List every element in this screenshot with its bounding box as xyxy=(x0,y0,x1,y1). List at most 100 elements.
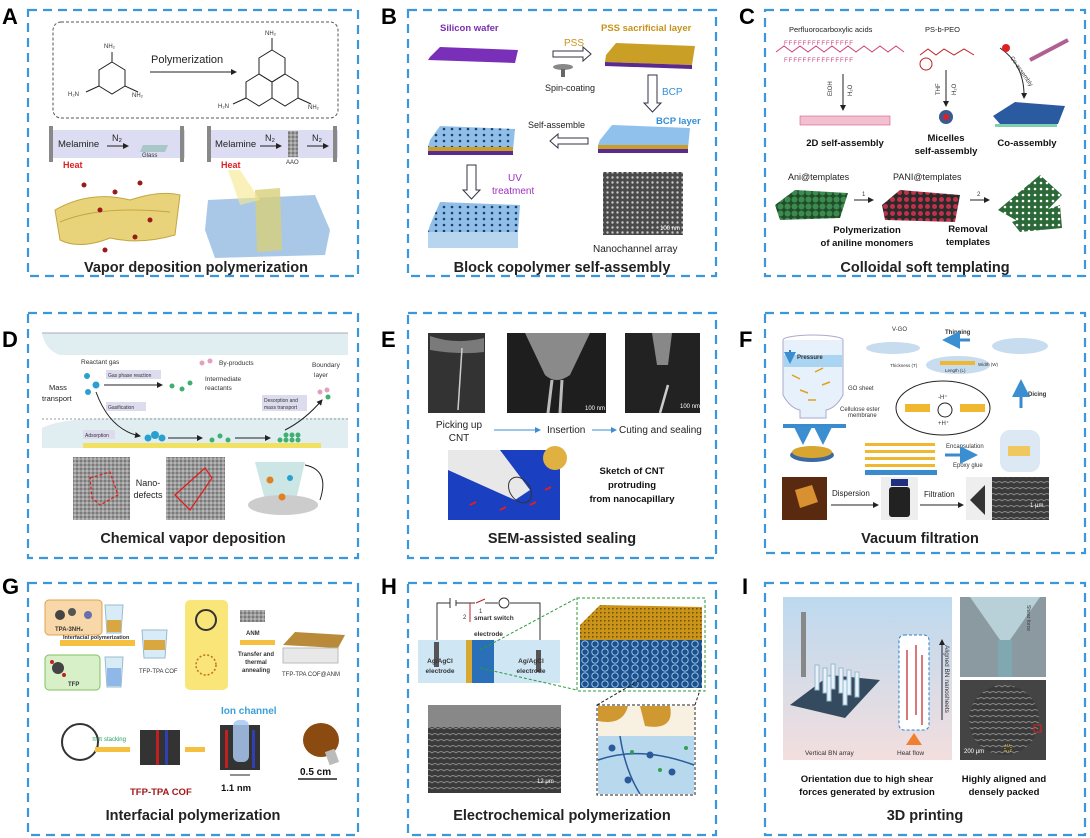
removal-label: templates xyxy=(946,237,990,248)
h2o-label: H₂O xyxy=(952,83,958,95)
anm-label: ANM xyxy=(246,631,260,637)
picking-up-label: Picking up xyxy=(436,420,483,431)
go-membrane-disc xyxy=(792,446,832,458)
panel-border xyxy=(26,581,360,837)
nh2-label: NH₂ xyxy=(308,105,320,111)
pani-templates-label: PANI@templates xyxy=(893,172,962,182)
treatment-label: treatment xyxy=(492,186,534,197)
ps-b-peo-chain xyxy=(919,48,975,56)
panel-letter: B xyxy=(381,4,397,29)
cof-structure-label: TFP-TPA COF xyxy=(130,787,192,798)
cof-label: TFP-TPA COF xyxy=(139,669,178,675)
intermediate-label: Intermediate xyxy=(205,376,242,383)
polymerization-label: Polymerization xyxy=(151,54,223,66)
panel-title: Vacuum filtration xyxy=(861,531,979,547)
shear-force-label: Shear force xyxy=(1025,605,1031,631)
picking-up-label: CNT xyxy=(449,433,470,444)
heat-flow-arrow xyxy=(906,733,922,745)
bcp-label: BCP xyxy=(662,87,683,98)
switch-position-2: 2 xyxy=(463,615,467,621)
gasification-label: Gasification xyxy=(108,405,134,411)
thickness-label: Thickness (T) xyxy=(890,363,918,368)
aligned-bn-label: Aligned BN nanosheets xyxy=(943,645,950,714)
agcl-label: Ag/AgCl xyxy=(427,658,453,665)
orientation-caption: forces generated by extrusion xyxy=(799,787,935,798)
self-assembled-film xyxy=(428,126,515,150)
transfer-label: thermal xyxy=(245,660,267,666)
removal-label: Removal xyxy=(948,224,988,235)
panel-letter: C xyxy=(739,4,755,29)
pss-layer xyxy=(605,43,695,65)
thinning-label: Thinning xyxy=(945,330,971,336)
printing-nozzle xyxy=(801,612,806,677)
cellulose-label: Cellulose ester xyxy=(840,407,880,413)
electrode-label: electrode xyxy=(474,631,503,638)
scale-bar-label: 12 μm xyxy=(537,779,554,785)
layered-go-stack xyxy=(865,443,937,475)
n2-label: N₂ xyxy=(112,133,122,143)
ion-channel-label: Ion channel xyxy=(221,706,277,717)
protonation-ellipse xyxy=(895,380,991,436)
pss-layer-label: PSS sacrificial layer xyxy=(601,23,692,34)
co-assembly-label: Co-assembly xyxy=(997,138,1057,149)
mass-transport-label: Mass xyxy=(49,383,67,392)
panel-letter: G xyxy=(2,574,19,599)
epoxy-glue-label: Epoxy glue xyxy=(953,463,983,469)
reaction-box xyxy=(52,21,339,119)
panel-title: Interfacial polymerization xyxy=(106,808,281,824)
stacked-cof xyxy=(140,730,180,765)
width-label: Width (W) xyxy=(978,362,998,367)
working-electrode xyxy=(466,640,472,683)
cof-ring xyxy=(61,723,99,761)
cnt-sketch-illustration xyxy=(448,446,567,520)
v-go-wafer xyxy=(866,342,920,354)
heat-label: Heat xyxy=(63,160,83,170)
substrate xyxy=(83,443,321,448)
scale-bar-label: 0.5 cm xyxy=(300,767,331,778)
panel-title: Colloidal soft templating xyxy=(840,260,1009,276)
panel-border xyxy=(763,311,1087,555)
sketch-caption: from nanocapillary xyxy=(590,494,676,505)
panel-title: Electrochemical polymerization xyxy=(453,808,671,824)
sem-nanochannel-image xyxy=(603,172,683,235)
scale-bar-label: 200 μm xyxy=(964,749,984,755)
nh2-label: NH₂ xyxy=(132,93,144,99)
panel-border xyxy=(26,311,360,560)
hydrogel-layer xyxy=(580,640,702,688)
pore-size-label: 1.1 nm xyxy=(221,783,251,794)
interfacial-polymerization-label: Interfacial polymerization xyxy=(63,635,130,641)
cof-anm-label: TFP-TPA COF@ANM xyxy=(282,672,340,678)
adsorption-label: Adsorption xyxy=(85,433,109,439)
panel-f: F Pressure GO sheet Cellulose ester memb… xyxy=(739,311,1087,555)
scale-bar-label: 1 μm xyxy=(1030,503,1043,509)
nano-defects-label: Nano- xyxy=(136,478,161,488)
arrow-left xyxy=(549,132,589,150)
length-label: Length (L) xyxy=(945,368,966,373)
panel-i: I Aligned BN nanosheets Vertical BN arra… xyxy=(742,574,1087,837)
h2n-label: H₂N xyxy=(68,92,79,98)
heat-label: Heat xyxy=(221,160,241,170)
aligned-nanosheet-column xyxy=(898,634,930,731)
aao-label: AAO xyxy=(286,160,299,166)
thf-label: THF xyxy=(936,83,942,95)
perfluoro-chain xyxy=(775,45,905,53)
orientation-caption: Orientation due to high shear xyxy=(801,774,934,785)
h2n-label: H₂N xyxy=(218,104,229,110)
melamine-label: Melamine xyxy=(215,139,256,150)
panel-border xyxy=(406,8,718,278)
reactants-label: reactants xyxy=(205,385,232,392)
boundary-layer-label: layer xyxy=(314,372,329,379)
transfer-label: annealing xyxy=(242,668,270,674)
gas-phase-label: Gas phase reaction xyxy=(108,373,152,379)
svg-text:FFFFFFFFFFFFFFF: FFFFFFFFFFFFFFF xyxy=(784,58,854,64)
pani-template-film xyxy=(882,190,960,222)
panel-title: 3D printing xyxy=(887,808,964,824)
nano-defects-label: defects xyxy=(133,490,163,500)
panel-e: E 100 nm 100 nm Picking up CNT Insertion… xyxy=(381,311,718,560)
arrow-down xyxy=(642,74,663,113)
aligned-caption: densely packed xyxy=(969,787,1040,798)
micelles-label: Micelles xyxy=(928,133,965,144)
transfer-label: Transfer and xyxy=(238,652,274,658)
gas-flow-band xyxy=(42,333,348,355)
